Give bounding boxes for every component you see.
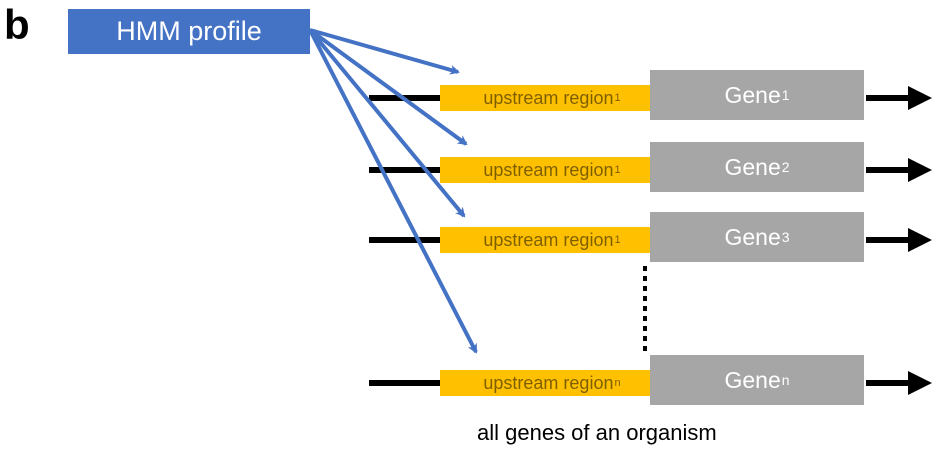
search-arrow-3 (308, 28, 466, 218)
upstream-region-subscript: 1 (614, 234, 621, 246)
upstream-region-subscript: 1 (614, 92, 621, 104)
hmm-profile-label: HMM profile (116, 16, 262, 46)
search-arrow-4 (308, 29, 478, 354)
upstream-region-label: upstream region (483, 372, 614, 393)
upstream-region-label: upstream region (483, 87, 614, 108)
search-arrow-2 (308, 28, 468, 146)
gene-subscript: n (781, 372, 790, 388)
panel-label: b (4, 1, 30, 48)
gene-subscript: 1 (781, 87, 790, 103)
strand-arrow-3 (866, 228, 932, 252)
gene-subscript: 2 (781, 159, 790, 175)
gene-label: Gene (724, 153, 781, 180)
upstream-region-subscript: 1 (614, 164, 621, 176)
strand-arrow-2 (866, 158, 932, 182)
hmm-profile-box: HMM profile (68, 9, 310, 54)
strand-arrow-4 (866, 371, 932, 395)
caption-text: all genes of an organism (477, 420, 717, 445)
gene-label: Gene (724, 366, 781, 393)
upstream-region-label: upstream region (483, 159, 614, 180)
upstream-region-label: upstream region (483, 229, 614, 250)
gene-label: Gene (724, 223, 781, 250)
upstream-region-subscript: n (614, 377, 621, 389)
strand-arrow-1 (866, 86, 932, 110)
search-arrow-1 (309, 28, 460, 75)
gene-label: Gene (724, 81, 781, 108)
gene-subscript: 3 (781, 229, 790, 245)
